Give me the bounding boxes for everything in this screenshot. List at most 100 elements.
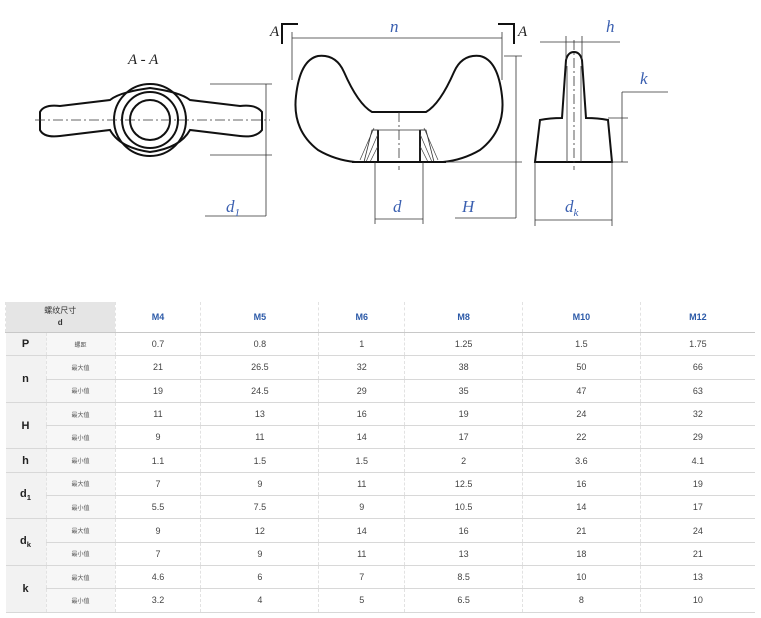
table-cell: 9 — [200, 472, 319, 497]
thread-size-header: 螺纹尺寸 d — [5, 302, 115, 333]
table-cell: 11 — [114, 402, 201, 427]
H-dimension-label: H — [461, 197, 476, 216]
table-cell: 8.5 — [404, 565, 523, 590]
table-cell: 7 — [114, 542, 201, 566]
d1-dimension-label: d1 — [226, 197, 240, 219]
table-cell: 38 — [404, 355, 523, 380]
size-header: M12 — [639, 302, 755, 333]
row-qualifier: 最小值 — [45, 448, 115, 473]
table-cell: 14 — [318, 425, 405, 450]
table-cell: 24.5 — [200, 379, 319, 403]
table-cell: 35 — [404, 379, 523, 403]
row-qualifier: 最大值 — [45, 402, 115, 427]
table-cell: 18 — [522, 542, 641, 566]
table-cell: 10.5 — [404, 495, 523, 520]
row-symbol: P — [5, 332, 46, 357]
size-header: M10 — [522, 302, 641, 333]
row-qualifier: 最小值 — [45, 542, 115, 566]
front-view: A A n d H — [269, 17, 528, 224]
section-label: A - A — [127, 52, 159, 68]
table-cell: 5 — [318, 588, 405, 613]
k-dimension-label: k — [640, 69, 648, 88]
table-cell: 10 — [639, 588, 755, 613]
thread-size-symbol: d — [57, 318, 63, 327]
table-cell: 14 — [318, 518, 405, 543]
side-view: h k dk — [533, 17, 668, 226]
table-cell: 12 — [200, 518, 319, 543]
table-cell: 9 — [200, 542, 319, 566]
table-header-row: 螺纹尺寸 d M4 M5 M6 M8 M10 M12 — [5, 302, 755, 333]
section-mark-right: A — [517, 24, 528, 40]
row-qualifier: 最小值 — [45, 588, 115, 613]
size-header: M8 — [404, 302, 523, 333]
table-cell: 3.2 — [114, 588, 201, 613]
table-cell: 32 — [639, 402, 755, 427]
table-cell: 4.1 — [639, 448, 755, 473]
table-cell: 13 — [404, 542, 523, 566]
table-cell: 29 — [318, 379, 405, 403]
row-qualifier: 最小值 — [45, 495, 115, 520]
table-cell: 26.5 — [200, 355, 319, 380]
row-symbol: d1 — [5, 472, 46, 520]
thread-size-label: 螺纹尺寸 — [44, 306, 77, 315]
table-cell: 6.5 — [404, 588, 523, 613]
row-qualifier: 最大值 — [45, 565, 115, 590]
row-symbol: h — [5, 448, 46, 473]
table-cell: 7.5 — [200, 495, 319, 520]
table-cell: 1.25 — [404, 332, 523, 357]
section-mark-left: A — [269, 24, 280, 40]
table-cell: 21 — [522, 518, 641, 543]
size-header: M5 — [200, 302, 319, 333]
table-cell: 1.75 — [639, 332, 755, 357]
table-cell: 1.1 — [114, 448, 201, 473]
table-cell: 7 — [318, 565, 405, 590]
row-symbol: k — [5, 565, 46, 613]
row-qualifier: 螺距 — [45, 332, 115, 357]
table-cell: 11 — [200, 425, 319, 450]
table-cell: 13 — [639, 565, 755, 590]
table-cell: 47 — [522, 379, 641, 403]
top-view-section-aa: A - A d1 — [35, 52, 272, 219]
table-cell: 9 — [318, 495, 405, 520]
row-qualifier: 最大值 — [45, 355, 115, 380]
d-dimension-label: d — [393, 197, 402, 216]
n-dimension-label: n — [390, 17, 399, 36]
table-cell: 5.5 — [114, 495, 201, 520]
table-cell: 29 — [639, 425, 755, 450]
table-cell: 4 — [200, 588, 319, 613]
table-cell: 2 — [404, 448, 523, 473]
table-cell: 1.5 — [200, 448, 319, 473]
table-cell: 3.6 — [522, 448, 641, 473]
table-cell: 66 — [639, 355, 755, 380]
table-cell: 10 — [522, 565, 641, 590]
h-dimension-label: h — [606, 17, 615, 36]
table-cell: 1.5 — [318, 448, 405, 473]
table-cell: 11 — [318, 472, 405, 497]
table-cell: 1 — [318, 332, 405, 357]
table-cell: 11 — [318, 542, 405, 566]
table-cell: 50 — [522, 355, 641, 380]
table-cell: 7 — [114, 472, 201, 497]
table-cell: 9 — [114, 425, 201, 450]
table-cell: 14 — [522, 495, 641, 520]
row-symbol: dk — [5, 518, 46, 566]
table-cell: 16 — [318, 402, 405, 427]
table-cell: 63 — [639, 379, 755, 403]
table-cell: 6 — [200, 565, 319, 590]
table-cell: 19 — [404, 402, 523, 427]
table-cell: 0.7 — [114, 332, 201, 357]
table-cell: 24 — [522, 402, 641, 427]
table-cell: 0.8 — [200, 332, 319, 357]
table-cell: 8 — [522, 588, 641, 613]
table-cell: 13 — [200, 402, 319, 427]
table-cell: 21 — [639, 542, 755, 566]
